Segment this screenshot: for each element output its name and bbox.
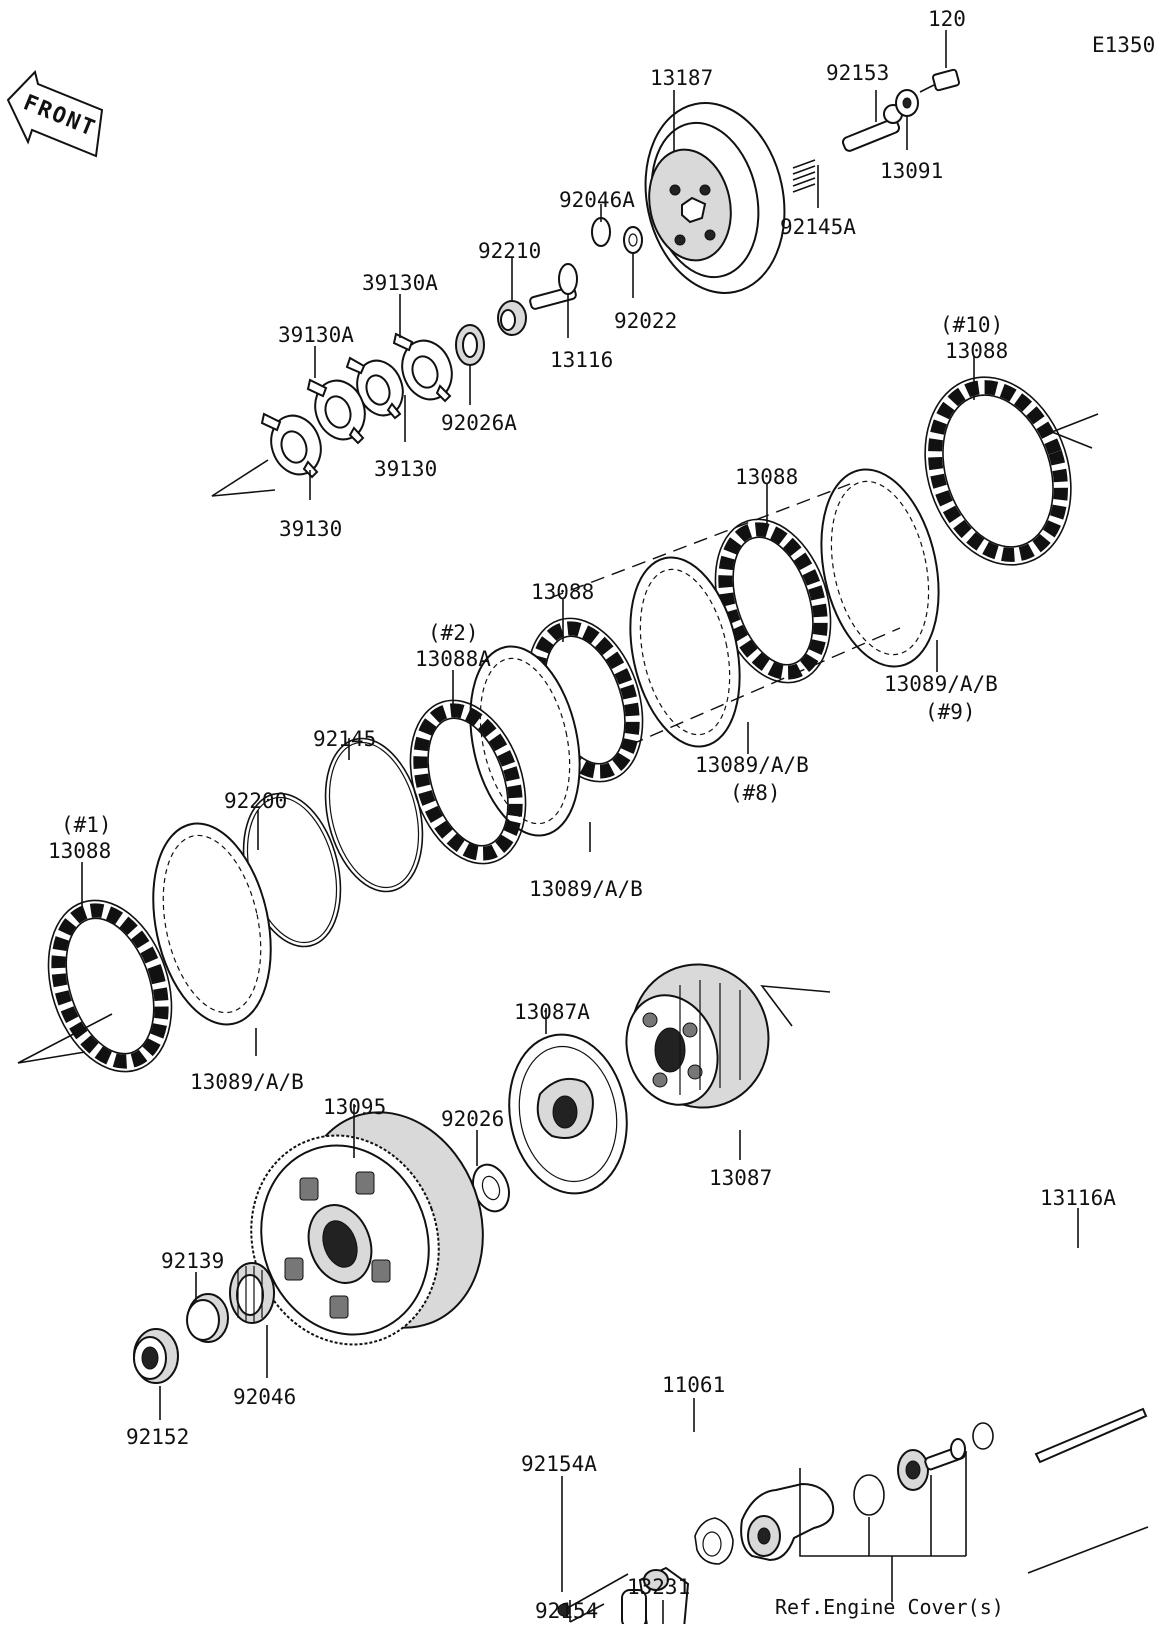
steel-plate-8-icon [629, 556, 741, 748]
callout-13089-8: 13089/A/B [695, 753, 809, 777]
callout-13231: 13231 [627, 1575, 690, 1599]
washer-92022-icon [623, 226, 643, 254]
callout-92154: 92154 [535, 1599, 598, 1623]
sleeve-92139-icon [186, 1293, 229, 1343]
callout-13088-mid: 13088 [531, 580, 594, 604]
callout-2-tag: (#2) [428, 621, 479, 645]
callout-92153: 92153 [826, 61, 889, 85]
callout-13089-low: 13089/A/B [190, 1070, 304, 1094]
clutch-hub-13087-icon [625, 963, 770, 1109]
gasket-11061-icon [694, 1517, 734, 1565]
callout-11061: 11061 [662, 1373, 725, 1397]
callout-92152: 92152 [126, 1425, 189, 1449]
callout-13089-mid: 13089/A/B [529, 877, 643, 901]
spring-ring-92145-icon [324, 737, 424, 893]
callout-92145a: 92145A [780, 215, 856, 239]
callout-9-tag: (#9) [925, 700, 976, 724]
callout-92046a: 92046A [559, 188, 635, 212]
leader-lines [81, 30, 1079, 1626]
callout-10-tag: (#10) [940, 313, 1003, 337]
clutch-cylinder-13231-icon [621, 1566, 690, 1629]
diagram-code: E1350 [1092, 33, 1155, 57]
steel-plate-mid-icon [469, 645, 581, 837]
callout-1-tag: (#1) [61, 813, 112, 837]
steel-plate-9-icon [820, 468, 940, 668]
needle-bearing-92046-icon [229, 1262, 275, 1324]
o-ring-icon [853, 1474, 885, 1516]
callout-39130a-1: 39130A [362, 271, 438, 295]
callout-13116: 13116 [550, 348, 613, 372]
steel-plate-low-icon [152, 822, 272, 1026]
bolt-120-icon [919, 68, 960, 93]
callout-labels: 120 92153 13187 13091 92046A 92145A 9221… [48, 7, 1116, 1623]
callout-13091: 13091 [880, 159, 943, 183]
clutch-housing-13095-icon [250, 1111, 484, 1346]
callout-13088-1: 13088 [48, 839, 111, 863]
callout-13116a: 13116A [1040, 1186, 1116, 1210]
needle-bearing-92046a-icon [591, 217, 611, 247]
plate-13087a-icon [508, 1033, 628, 1195]
collar-92152-icon [133, 1328, 179, 1384]
needle-bearing-92026a-icon [455, 324, 485, 366]
washer-13091-icon [895, 89, 919, 117]
callout-92046: 92046 [233, 1385, 296, 1409]
callout-39130-1: 39130 [374, 457, 437, 481]
callout-92026a: 92026A [441, 411, 517, 435]
release-shaft-13116a-icon [1027, 1407, 1149, 1574]
callout-92145: 92145 [313, 727, 376, 751]
plate-39130-low-icon [260, 412, 322, 479]
callout-92022: 92022 [614, 309, 677, 333]
callout-39130a-2: 39130A [278, 323, 354, 347]
pressure-plate-13187-icon [644, 102, 786, 294]
callout-92139: 92139 [161, 1249, 224, 1273]
front-arrow-icon: FRONT [6, 70, 104, 158]
callout-92210: 92210 [478, 239, 541, 263]
circlip-icon [972, 1422, 994, 1450]
callout-13088a: 13088A [415, 647, 491, 671]
callout-120: 120 [928, 7, 966, 31]
callout-13087a: 13087A [514, 1000, 590, 1024]
pushrod-92153-icon [841, 104, 903, 152]
callout-92026: 92026 [441, 1107, 504, 1131]
friction-plate-1-icon [47, 899, 173, 1073]
bolt-92154-icon [569, 1603, 605, 1623]
reference-engine-cover-label: Ref.Engine Cover(s) [775, 1595, 1004, 1619]
callout-92200: 92200 [224, 789, 287, 813]
shaft-bearing-icon [897, 1438, 966, 1491]
plate-39130a-top-icon [392, 332, 453, 403]
plate-39130a-low-icon [306, 378, 366, 445]
cover-housing-icon [740, 1482, 835, 1562]
callout-8-tag: (#8) [730, 781, 781, 805]
callout-13087: 13087 [709, 1166, 772, 1190]
pushrod-13116-icon [529, 263, 578, 310]
callout-13187: 13187 [650, 66, 713, 90]
callout-92154a: 92154A [521, 1452, 597, 1476]
callout-39130-2: 39130 [279, 517, 342, 541]
bearing-92210-icon [497, 300, 527, 336]
callout-13088-top: 13088 [735, 465, 798, 489]
callout-13088-10: 13088 [945, 339, 1008, 363]
callout-13089-9: 13089/A/B [884, 672, 998, 696]
callout-13095: 13095 [323, 1095, 386, 1119]
spring-92145a-icon [792, 159, 816, 193]
